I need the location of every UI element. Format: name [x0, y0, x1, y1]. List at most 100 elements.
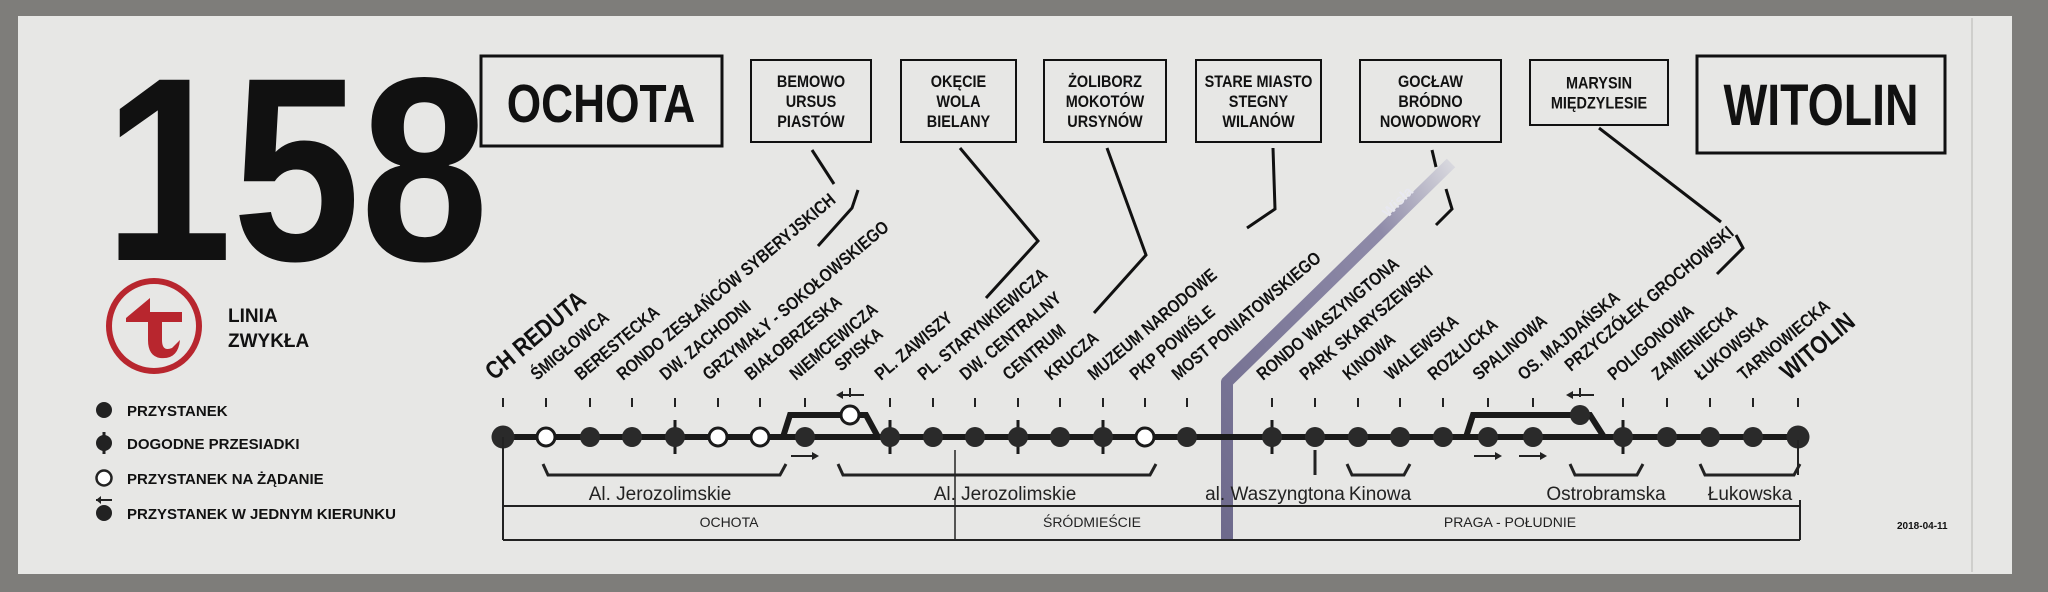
connector-line	[816, 189, 860, 248]
stop-marker	[923, 427, 943, 447]
direction-box-line: MIĘDZYLESIE	[1551, 94, 1647, 112]
legend-label: PRZYSTANEK	[127, 403, 228, 420]
stop-marker	[1613, 427, 1633, 447]
terminus-start-box	[479, 54, 724, 148]
route-loop	[1463, 412, 1607, 439]
direction-box-line: NOWODWORY	[1380, 113, 1482, 131]
arrow-head	[1495, 452, 1502, 460]
direction-box-line: WILANÓW	[1222, 111, 1294, 131]
route-loop	[780, 412, 881, 439]
stop-marker	[1523, 427, 1543, 447]
stop-marker	[1478, 427, 1498, 447]
district-label: PRAGA - POŁUDNIE	[1444, 514, 1576, 530]
direction-box-line: BRÓDNO	[1398, 91, 1462, 111]
print-date: 2018-04-11	[1897, 521, 1948, 532]
street-label: al. Waszyngtona	[1205, 484, 1345, 505]
terminus-end: WITOLIN	[1723, 73, 1918, 138]
direction-box-line: WOLA	[936, 93, 980, 111]
direction-box-line: ŻOLIBORZ	[1068, 72, 1142, 91]
request-stop-marker	[839, 404, 861, 426]
legend-label: PRZYSTANEK W JEDNYM KIERUNKU	[127, 506, 396, 523]
ztm-logo-icon	[106, 278, 202, 374]
stop-marker	[1786, 425, 1810, 449]
direction-box	[900, 59, 1017, 143]
stop-marker	[1262, 427, 1282, 447]
direction-box-line: URSYNÓW	[1067, 111, 1143, 131]
direction-box-line: MARYSIN	[1566, 74, 1632, 92]
connector-line	[810, 149, 836, 185]
stop-marker	[665, 427, 685, 447]
stop-marker	[880, 427, 900, 447]
stop-marker	[1433, 427, 1453, 447]
terminus-start: OCHOTA	[507, 74, 696, 134]
direction-box	[1529, 59, 1669, 126]
stop-marker	[622, 427, 642, 447]
legend-oneway-icon	[96, 496, 112, 521]
legend-stop-icon	[96, 402, 112, 418]
direction-box-line: MOKOTÓW	[1066, 91, 1145, 111]
streets: Al. Jerozolimskie Al. Jerozolimskie al. …	[541, 440, 1802, 505]
stop-marker	[1570, 405, 1590, 425]
stop-marker	[580, 427, 600, 447]
stop-marker	[965, 427, 985, 447]
connector-line	[1598, 126, 1722, 224]
street-label: Łukowska	[1708, 484, 1793, 505]
street-label: Ostrobramska	[1546, 484, 1666, 505]
direction-connectors	[810, 126, 1745, 315]
direction-box-line: URSUS	[786, 93, 837, 111]
stop-marker	[1743, 427, 1763, 447]
terminus-end-box	[1695, 54, 1947, 155]
direction-box-line: STEGNY	[1229, 93, 1289, 111]
request-stop-marker	[707, 426, 729, 448]
direction-box-line: BIELANY	[927, 113, 991, 131]
connector-line	[1434, 188, 1454, 227]
street-label: Al. Jerozolimskie	[589, 484, 732, 505]
line-type-1: LINIA	[228, 306, 278, 327]
connector-line	[1092, 147, 1148, 315]
river-wisla	[1221, 158, 1456, 540]
street-label: Al. Jerozolimskie	[934, 484, 1077, 505]
direction-box	[1359, 59, 1502, 143]
stop-marker	[1093, 427, 1113, 447]
direction-box	[1043, 59, 1167, 143]
arrow-head	[1566, 391, 1573, 399]
legend-label: DOGODNE PRZESIADKI	[127, 436, 300, 453]
arrow-head	[812, 452, 819, 460]
connector-line	[958, 147, 1040, 300]
request-stop-marker	[535, 426, 557, 448]
line-type-2: ZWYKŁA	[228, 331, 310, 352]
legend-label: PRZYSTANEK NA ŻĄDANIE	[127, 471, 324, 488]
direction-box	[1195, 59, 1322, 143]
legend-request-icon	[95, 469, 113, 487]
stop-marker	[1700, 427, 1720, 447]
direction-box-line: GOCŁAW	[1398, 73, 1463, 91]
direction-box-line: OKĘCIE	[931, 73, 986, 91]
line-number: 158	[104, 24, 489, 316]
request-stop-marker	[1134, 426, 1156, 448]
districts: OCHOTA ŚRÓDMIEŚCIE PRAGA - POŁUDNIE	[502, 437, 1801, 541]
direction-box	[750, 59, 872, 143]
direction-box-line: BEMOWO	[777, 73, 845, 91]
connector-line	[1430, 149, 1438, 168]
arrow-head	[836, 391, 843, 399]
connector-line	[1246, 147, 1277, 230]
stop-marker	[1305, 427, 1325, 447]
stop-marker	[795, 427, 815, 447]
legend-transfer-icon	[96, 432, 112, 454]
district-label: OCHOTA	[700, 514, 760, 530]
arrow-head	[1540, 452, 1547, 460]
legend: PRZYSTANEK DOGODNE PRZESIADKI PRZYSTANEK…	[95, 402, 396, 523]
stop-marker	[1050, 427, 1070, 447]
direction-box-line: PIASTÓW	[777, 111, 844, 131]
direction-box-line: STARE MIASTO	[1205, 73, 1313, 91]
connector-line	[1715, 234, 1745, 276]
stop-marker	[1177, 427, 1197, 447]
request-stop-marker	[749, 426, 771, 448]
stop-marker	[1008, 427, 1028, 447]
stop-marker	[1348, 427, 1368, 447]
street-label: Kinowa	[1349, 484, 1412, 505]
stop-marker	[1390, 427, 1410, 447]
district-label: ŚRÓDMIEŚCIE	[1043, 513, 1141, 530]
